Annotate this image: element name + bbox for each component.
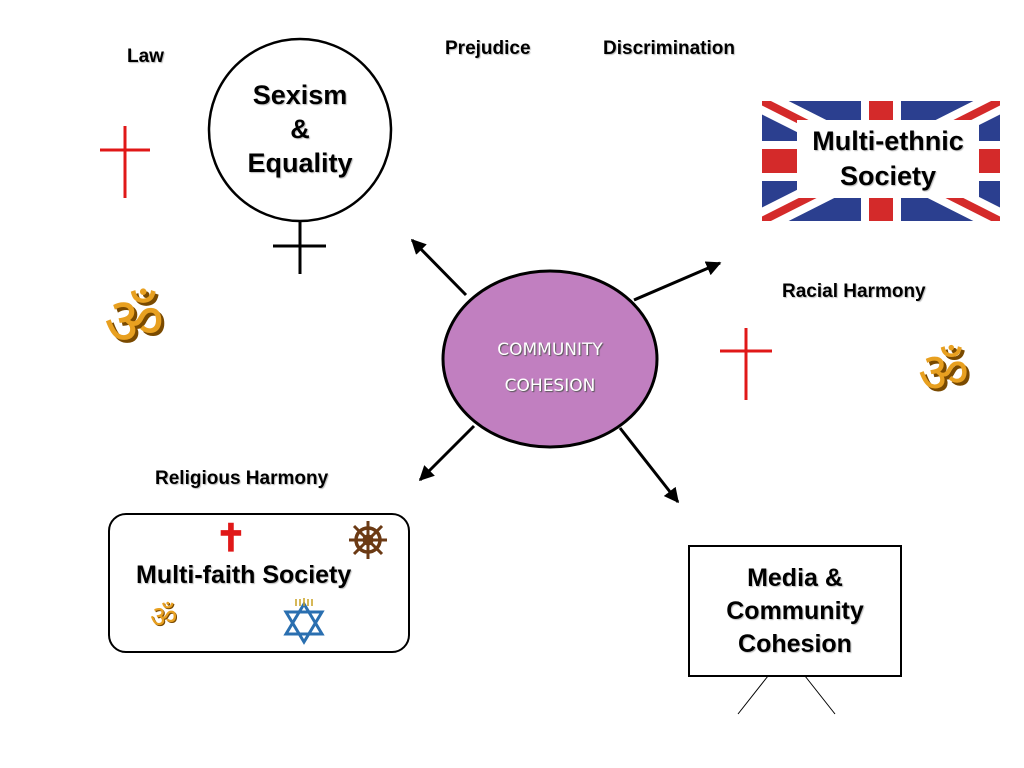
om-icon: ॐ (104, 283, 165, 360)
easel-leg (737, 675, 769, 715)
multi-ethnic-box (797, 120, 979, 198)
multi-ethnic-line1: Multi-ethnic (812, 126, 964, 156)
media-board (688, 545, 902, 677)
multi-ethnic-line2: Society (839, 161, 937, 191)
multi-ethnic-title: Multi-ethnic Society (797, 124, 979, 194)
media-line3: Cohesion (738, 630, 852, 658)
sexism-title: Sexism & Equality (230, 78, 370, 180)
om-icon: ॐ (918, 341, 970, 406)
center-line1: COMMUNITY (497, 340, 603, 360)
sexism-line3: Equality (247, 148, 353, 178)
arrow-icon (418, 424, 476, 482)
dharma-wheel-icon (349, 521, 387, 559)
multi-faith-box (108, 513, 410, 653)
star-of-david-icon (283, 598, 325, 645)
om-icon: ॐ (150, 600, 178, 635)
cross-icon (100, 126, 150, 198)
sexism-line1: Sexism (252, 80, 348, 110)
multi-faith-label: Multi-faith Society (136, 561, 352, 589)
media-line2: Community (726, 597, 864, 625)
arrow-icon (410, 238, 468, 297)
discrimination-label: Discrimination (603, 38, 735, 59)
media-title: Media & Community Cohesion (690, 562, 900, 661)
prejudice-label: Prejudice (445, 38, 531, 59)
center-title: COMMUNITY COHESION (460, 332, 640, 404)
center-ellipse (441, 269, 659, 449)
cross-icon (720, 328, 772, 400)
sexism-line2: & (290, 114, 310, 144)
arrow-icon (633, 261, 722, 302)
arrow-icon (618, 427, 680, 504)
religious-harmony-label: Religious Harmony (155, 468, 329, 489)
media-line1: Media & (747, 564, 843, 592)
racial-harmony-label: Racial Harmony (782, 281, 926, 302)
easel-leg (804, 675, 836, 715)
law-label: Law (127, 46, 164, 67)
venus-icon (207, 37, 393, 274)
center-line2: COHESION (504, 376, 596, 396)
small-cross-icon: ✝ (215, 518, 247, 560)
